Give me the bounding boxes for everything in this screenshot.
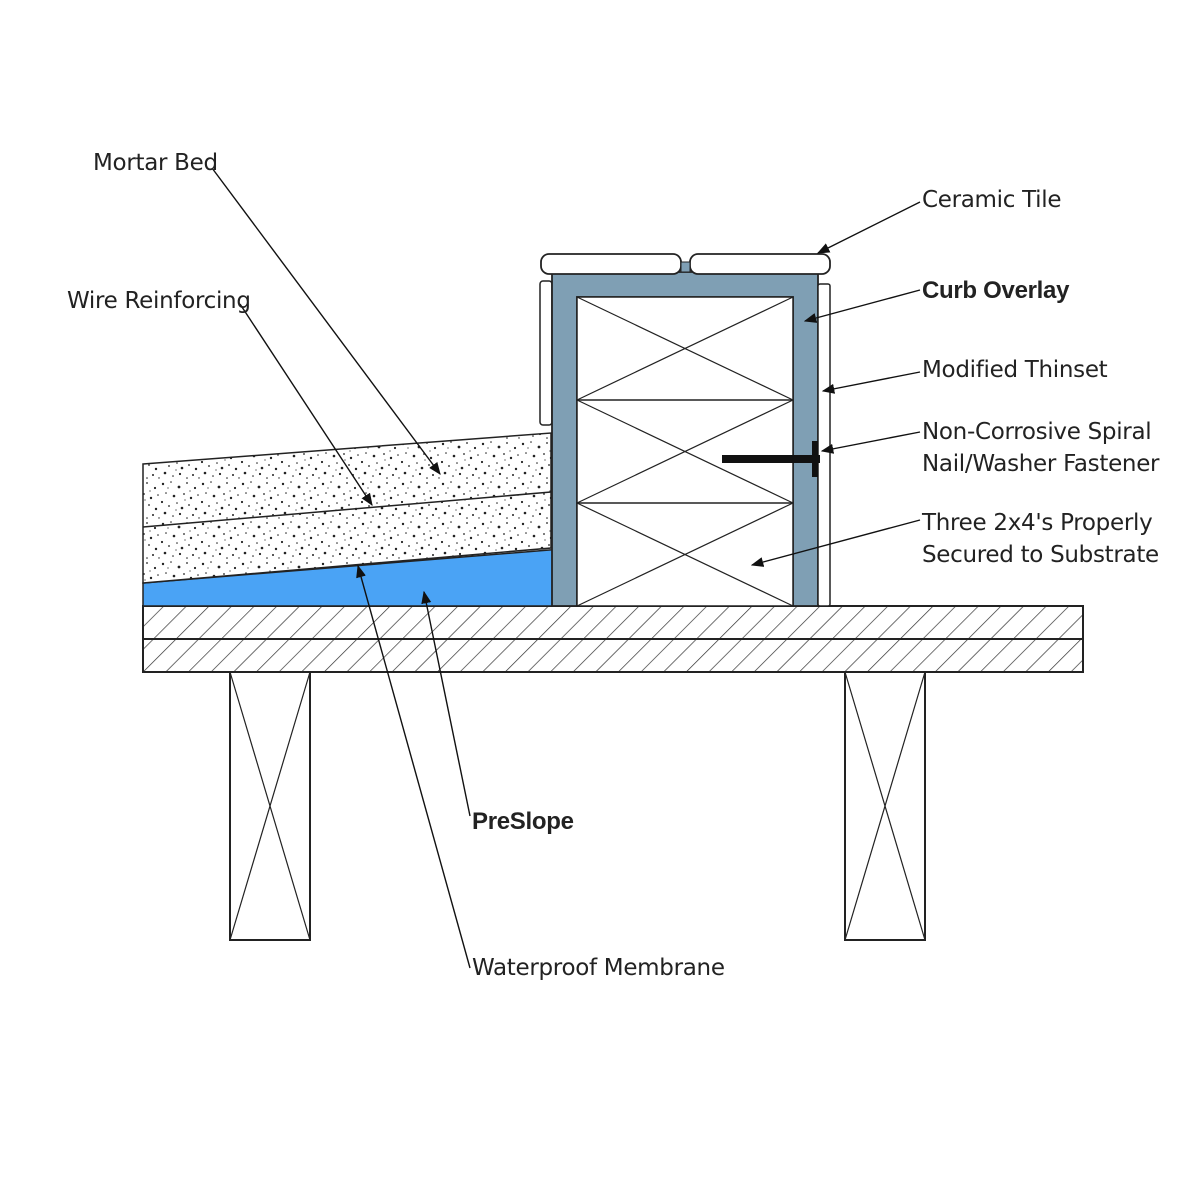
- leader-lines: [211, 167, 921, 969]
- right-joist: [844, 671, 926, 941]
- leader-fastener: [820, 431, 921, 454]
- leader-ceramic-tile: [816, 201, 921, 254]
- label-modified-thinset: Modified Thinset: [922, 357, 1108, 383]
- label-preslope: PreSlope: [472, 808, 574, 835]
- label-wire-reinforcing: Wire Reinforcing: [67, 288, 251, 314]
- mortar-bed: [142, 432, 552, 584]
- wire-reinforcing-line: [142, 491, 552, 528]
- label-fastener-line1: Non-Corrosive Spiral: [922, 419, 1152, 445]
- leader-modified-thinset: [821, 371, 921, 394]
- curb-side-tile-left: [539, 280, 553, 426]
- leader-2x4s: [750, 519, 921, 567]
- leader-curb-overlay: [803, 289, 921, 323]
- leader-mortar-bed: [211, 167, 441, 476]
- curb-2x4s: [576, 296, 794, 607]
- left-joist: [229, 671, 311, 941]
- leader-preslope: [421, 590, 471, 817]
- leader-waterproof-membrane: [356, 564, 471, 969]
- label-ceramic-tile: Ceramic Tile: [922, 187, 1062, 213]
- label-fastener-line2: Nail/Washer Fastener: [922, 451, 1160, 477]
- curb-side-tile-right: [817, 283, 831, 607]
- label-2x4s-line1: Three 2x4's Properly: [922, 510, 1153, 536]
- label-2x4s-line2: Secured to Substrate: [922, 542, 1159, 568]
- label-curb-overlay: Curb Overlay: [922, 277, 1070, 304]
- subfloor: [142, 605, 1084, 673]
- spiral-nail-fastener: [722, 441, 820, 477]
- leader-wire-reinforcing: [239, 303, 373, 507]
- label-mortar-bed: Mortar Bed: [93, 150, 218, 176]
- label-waterproof-membrane: Waterproof Membrane: [472, 955, 725, 981]
- curb-top-tiles: [540, 253, 831, 275]
